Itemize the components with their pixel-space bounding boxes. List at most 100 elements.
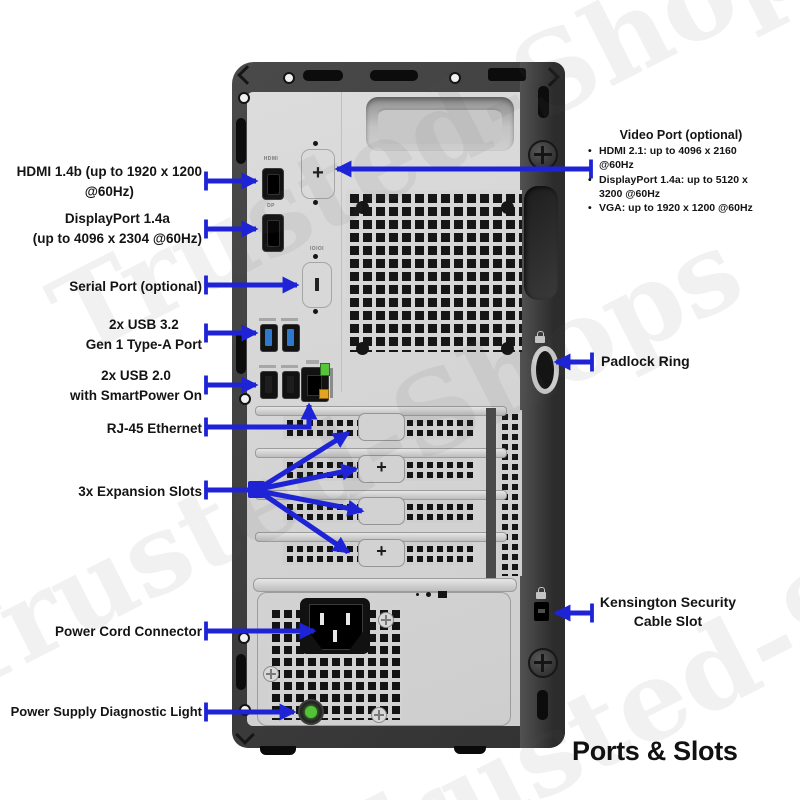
callout-line: (up to 4096 x 2304 @60Hz): [32, 230, 202, 246]
usb2-port: [282, 371, 300, 399]
video-port-bullet: VGA: up to 1920 x 1200 @60Hz: [588, 202, 774, 216]
callout-line: @60Hz): [84, 183, 134, 199]
psu-divider-rail: [253, 578, 517, 592]
callout-line: 2x USB 3.2: [108, 317, 179, 332]
optional-video-port-plate: +: [301, 149, 335, 199]
psu-screw: [371, 707, 387, 723]
c14-prong-slot: [333, 630, 337, 642]
screw-hole: [449, 72, 461, 84]
slot-tab: +: [358, 455, 405, 483]
c14-socket: [309, 604, 363, 650]
right-vent-slot: [537, 690, 548, 720]
vent-dot: [356, 201, 369, 214]
top-vent-slot: [370, 70, 418, 81]
callout-usb3: 2x USB 3.2 Gen 1 Type-A Port: [86, 315, 202, 354]
vent-dot: [501, 342, 514, 355]
psu-marking-square: [438, 591, 447, 598]
callout-line: Gen 1 Type-A Port: [85, 336, 202, 352]
top-vent-slot: [488, 68, 526, 81]
callout-kensington: Kensington Security Cable Slot: [592, 593, 744, 631]
usb2-icon: [281, 365, 298, 368]
ethernet-led-green: [320, 363, 330, 376]
kensington-lock-icon: [536, 592, 546, 599]
vent-dot: [501, 201, 514, 214]
callout-line: 2x USB 2.0: [101, 368, 171, 383]
thumbscrew: [528, 140, 558, 170]
usb3-blue-tongue: [287, 329, 294, 346]
padlock-icon: [535, 336, 545, 343]
screw-hole: [238, 632, 250, 644]
right-vent-slot: [538, 86, 549, 118]
main-vent-grid: [346, 190, 522, 352]
callout-ethernet: RJ-45 Ethernet: [107, 419, 202, 439]
displayport-opening: [267, 220, 280, 247]
ethernet-bracket: [330, 368, 333, 398]
c14-prong-slot: [346, 613, 350, 625]
callout-line: RJ-45 Ethernet: [106, 421, 202, 436]
slot-tab: [358, 497, 405, 525]
callout-line: Power Supply Diagnostic Light: [10, 704, 202, 719]
screw-dot: [313, 254, 318, 259]
serial-port-label: IOIOI: [310, 246, 324, 252]
callout-line: Power Cord Connector: [54, 624, 202, 639]
displayport-port: [262, 214, 284, 252]
screw-hole: [283, 72, 295, 84]
psu-led-green: [305, 706, 317, 718]
displayport-label: DP: [267, 203, 275, 209]
usb2-tongue: [287, 376, 294, 393]
callout-usb2: 2x USB 2.0 with SmartPower On: [70, 366, 202, 405]
hdmi-port: [262, 168, 284, 200]
callout-line: Kensington Security: [599, 594, 737, 610]
usb2-port: [260, 371, 278, 399]
usb2-tongue: [265, 376, 272, 393]
usb3-ss-icon: [259, 318, 276, 321]
video-port-bullet: HDMI 2.1: up to 4096 x 2160 @60Hz: [588, 145, 774, 173]
padlock-ring: [531, 346, 559, 394]
psu-marking-dot: [426, 592, 431, 597]
callout-video-port: Video Port (optional) HDMI 2.1: up to 40…: [588, 128, 774, 217]
side-vent-slot: [236, 332, 246, 374]
video-port-title: Video Port (optional): [619, 128, 743, 142]
c14-prong-slot: [320, 613, 324, 625]
psu-screw: [263, 666, 279, 682]
power-cord-connector: [300, 598, 370, 654]
kensington-slot-opening: [538, 609, 545, 613]
side-handle-recess: [524, 186, 558, 300]
slot-tab-plus-mark: +: [376, 457, 387, 477]
screw-dot: [313, 309, 318, 314]
slot-tab-plus-mark: +: [376, 541, 387, 561]
serial-port-plate: [302, 262, 332, 308]
callout-padlock-ring: Padlock Ring: [601, 353, 690, 369]
callout-line: Padlock Ring: [601, 353, 690, 369]
kensington-lock-icon: [538, 587, 545, 593]
callout-expansion: 3x Expansion Slots: [78, 482, 202, 502]
psu-frame: [257, 592, 511, 726]
callout-line: with SmartPower On: [69, 387, 202, 403]
ethernet-icon: [306, 360, 319, 364]
screw-dot: [313, 200, 318, 205]
side-vent-slot: [236, 654, 246, 690]
chassis-handle-inner: [378, 108, 502, 144]
thumbscrew: [528, 648, 558, 678]
ethernet-led-orange: [319, 389, 329, 399]
video-port-bullet: DisplayPort 1.4a: up to 5120 x 3200 @60H…: [588, 174, 774, 202]
callout-hdmi: HDMI 1.4b (up to 1920 x 1200 @60Hz): [17, 162, 202, 201]
usb3-blue-tongue: [265, 329, 272, 346]
page-title: Ports & Slots: [572, 736, 738, 766]
psu-screw: [378, 612, 394, 628]
screw-hole: [239, 393, 251, 405]
callout-line: HDMI 1.4b (up to 1920 x 1200: [16, 164, 202, 179]
screw-hole: [238, 92, 250, 104]
callout-serial: Serial Port (optional): [69, 277, 202, 297]
screw-dot: [313, 141, 318, 146]
callout-displayport: DisplayPort 1.4a (up to 4096 x 2304 @60H…: [33, 209, 202, 248]
serial-plate-slot: [315, 278, 319, 291]
slot-tab: [358, 413, 405, 441]
callout-line: Cable Slot: [633, 612, 703, 629]
side-vent-slot: [236, 118, 246, 164]
tower-foot: [260, 746, 296, 755]
usb3-port: [260, 324, 278, 352]
callout-line: DisplayPort 1.4a: [64, 211, 170, 226]
vent-dot: [356, 342, 369, 355]
